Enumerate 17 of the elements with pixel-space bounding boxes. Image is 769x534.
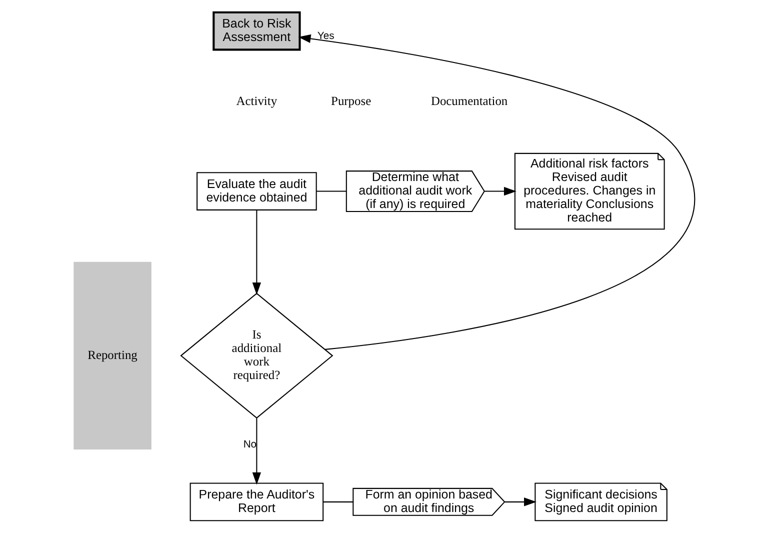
label: Documentation <box>430 94 508 108</box>
node-box: Evaluate the audit evidence obtained <box>196 172 317 210</box>
label: Purpose <box>331 94 372 108</box>
node-box: Prepare the Auditor's Report <box>190 482 324 522</box>
connector <box>316 190 346 192</box>
edge-label: Yes <box>317 30 334 42</box>
connector <box>323 501 353 502</box>
arrow <box>504 498 536 506</box>
node-diamond: Is additional work required? <box>180 292 334 419</box>
edge-label: No <box>243 440 257 451</box>
arrow <box>252 210 262 295</box>
node-box: Back to Risk Assessment <box>212 11 301 51</box>
arrow <box>298 34 694 350</box>
arrow <box>252 418 262 485</box>
node-box: Reporting <box>74 262 152 450</box>
arrow <box>484 186 516 196</box>
label: Activity <box>236 94 278 108</box>
